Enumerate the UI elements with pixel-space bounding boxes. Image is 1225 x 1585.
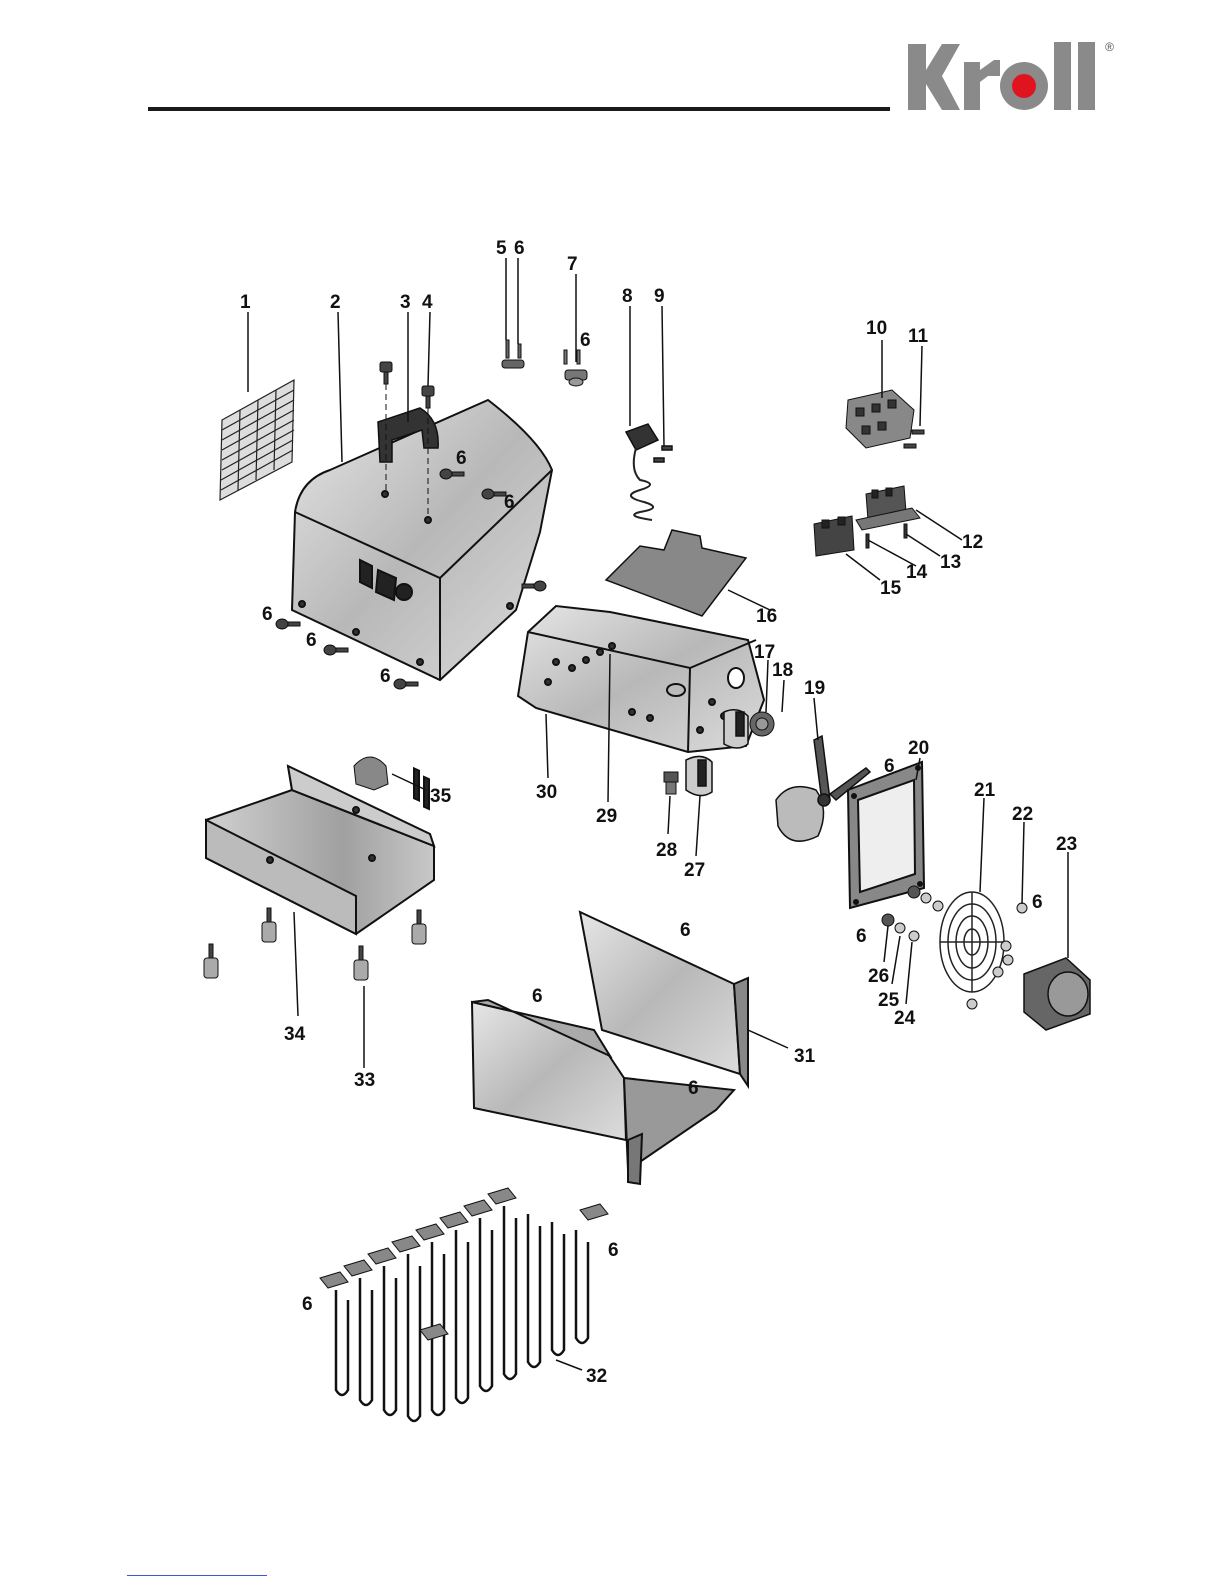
part-heating-elements (336, 1206, 588, 1421)
callout-10: 10 (866, 318, 887, 339)
callout-5: 5 (496, 238, 507, 259)
callout-12: 12 (962, 532, 983, 553)
part-base-plate (206, 766, 434, 934)
callout-28: 28 (656, 840, 677, 861)
callout-4: 4 (422, 292, 433, 313)
callout-24: 24 (894, 1008, 916, 1029)
callout-6-l: 6 (608, 1240, 619, 1261)
part-fan-guard (940, 892, 1004, 992)
callout-6-c: 6 (262, 604, 273, 625)
callout-15: 15 (880, 578, 902, 599)
part-fan-motor (1024, 958, 1090, 1030)
callout-6-g: 6 (856, 926, 867, 947)
callout-21: 21 (974, 780, 996, 801)
part-insulation-sheet (606, 530, 746, 616)
callout-20: 20 (908, 738, 929, 759)
callout-6-m: 6 (302, 1294, 313, 1315)
callout-32: 32 (586, 1366, 607, 1387)
part-cable-bracket (354, 757, 388, 790)
callout-13: 13 (940, 552, 961, 573)
part-thermostat-probe (664, 772, 678, 794)
callout-6-k: 6 (688, 1078, 699, 1099)
part-top-cover (292, 400, 552, 809)
callout-6-i: 6 (680, 920, 691, 941)
callout-3: 3 (400, 292, 411, 313)
callout-31: 31 (794, 1046, 816, 1067)
callout-7: 7 (567, 254, 578, 275)
callout-29: 29 (596, 806, 617, 827)
callout-6-j: 6 (532, 986, 543, 1007)
callout-6-b: 6 (504, 492, 515, 513)
part-cable-clamp (502, 340, 524, 368)
callout-5-6: 6 (514, 238, 525, 259)
callout-30: 30 (536, 782, 557, 803)
callout-33: 33 (354, 1070, 375, 1091)
callout-16: 16 (756, 606, 777, 627)
part-relay-12 (856, 486, 920, 538)
callout-14: 14 (906, 562, 928, 583)
callout-2: 2 (330, 292, 341, 313)
callout-6-a: 6 (456, 448, 467, 469)
callout-8: 8 (622, 286, 633, 307)
callout-6-h: 6 (1032, 892, 1043, 913)
callout-6-e: 6 (380, 666, 391, 687)
callout-35: 35 (430, 786, 452, 807)
callout-22: 22 (1012, 804, 1033, 825)
part-washers-nuts (882, 886, 1027, 1009)
callout-6-d: 6 (306, 630, 317, 651)
callout-18: 18 (772, 660, 793, 681)
part-switch-with-cable (626, 424, 672, 520)
callout-25: 25 (878, 990, 900, 1011)
part-connector (750, 712, 774, 736)
callout-34: 34 (284, 1024, 306, 1045)
part-rubber-feet (204, 908, 426, 980)
part-terminal-block (846, 390, 924, 448)
callout-1: 1 (240, 292, 251, 313)
callout-19: 19 (804, 678, 825, 699)
callout-7-6: 6 (580, 330, 591, 351)
callout-26: 26 (868, 966, 889, 987)
part-heater-housing (472, 912, 748, 1184)
callout-23: 23 (1056, 834, 1077, 855)
part-grille (220, 380, 294, 500)
callout-6-f: 6 (884, 756, 895, 777)
callout-11: 11 (908, 326, 929, 347)
footer-link-underline (127, 1575, 267, 1576)
callout-27: 27 (684, 860, 705, 881)
callout-9: 9 (654, 286, 665, 307)
